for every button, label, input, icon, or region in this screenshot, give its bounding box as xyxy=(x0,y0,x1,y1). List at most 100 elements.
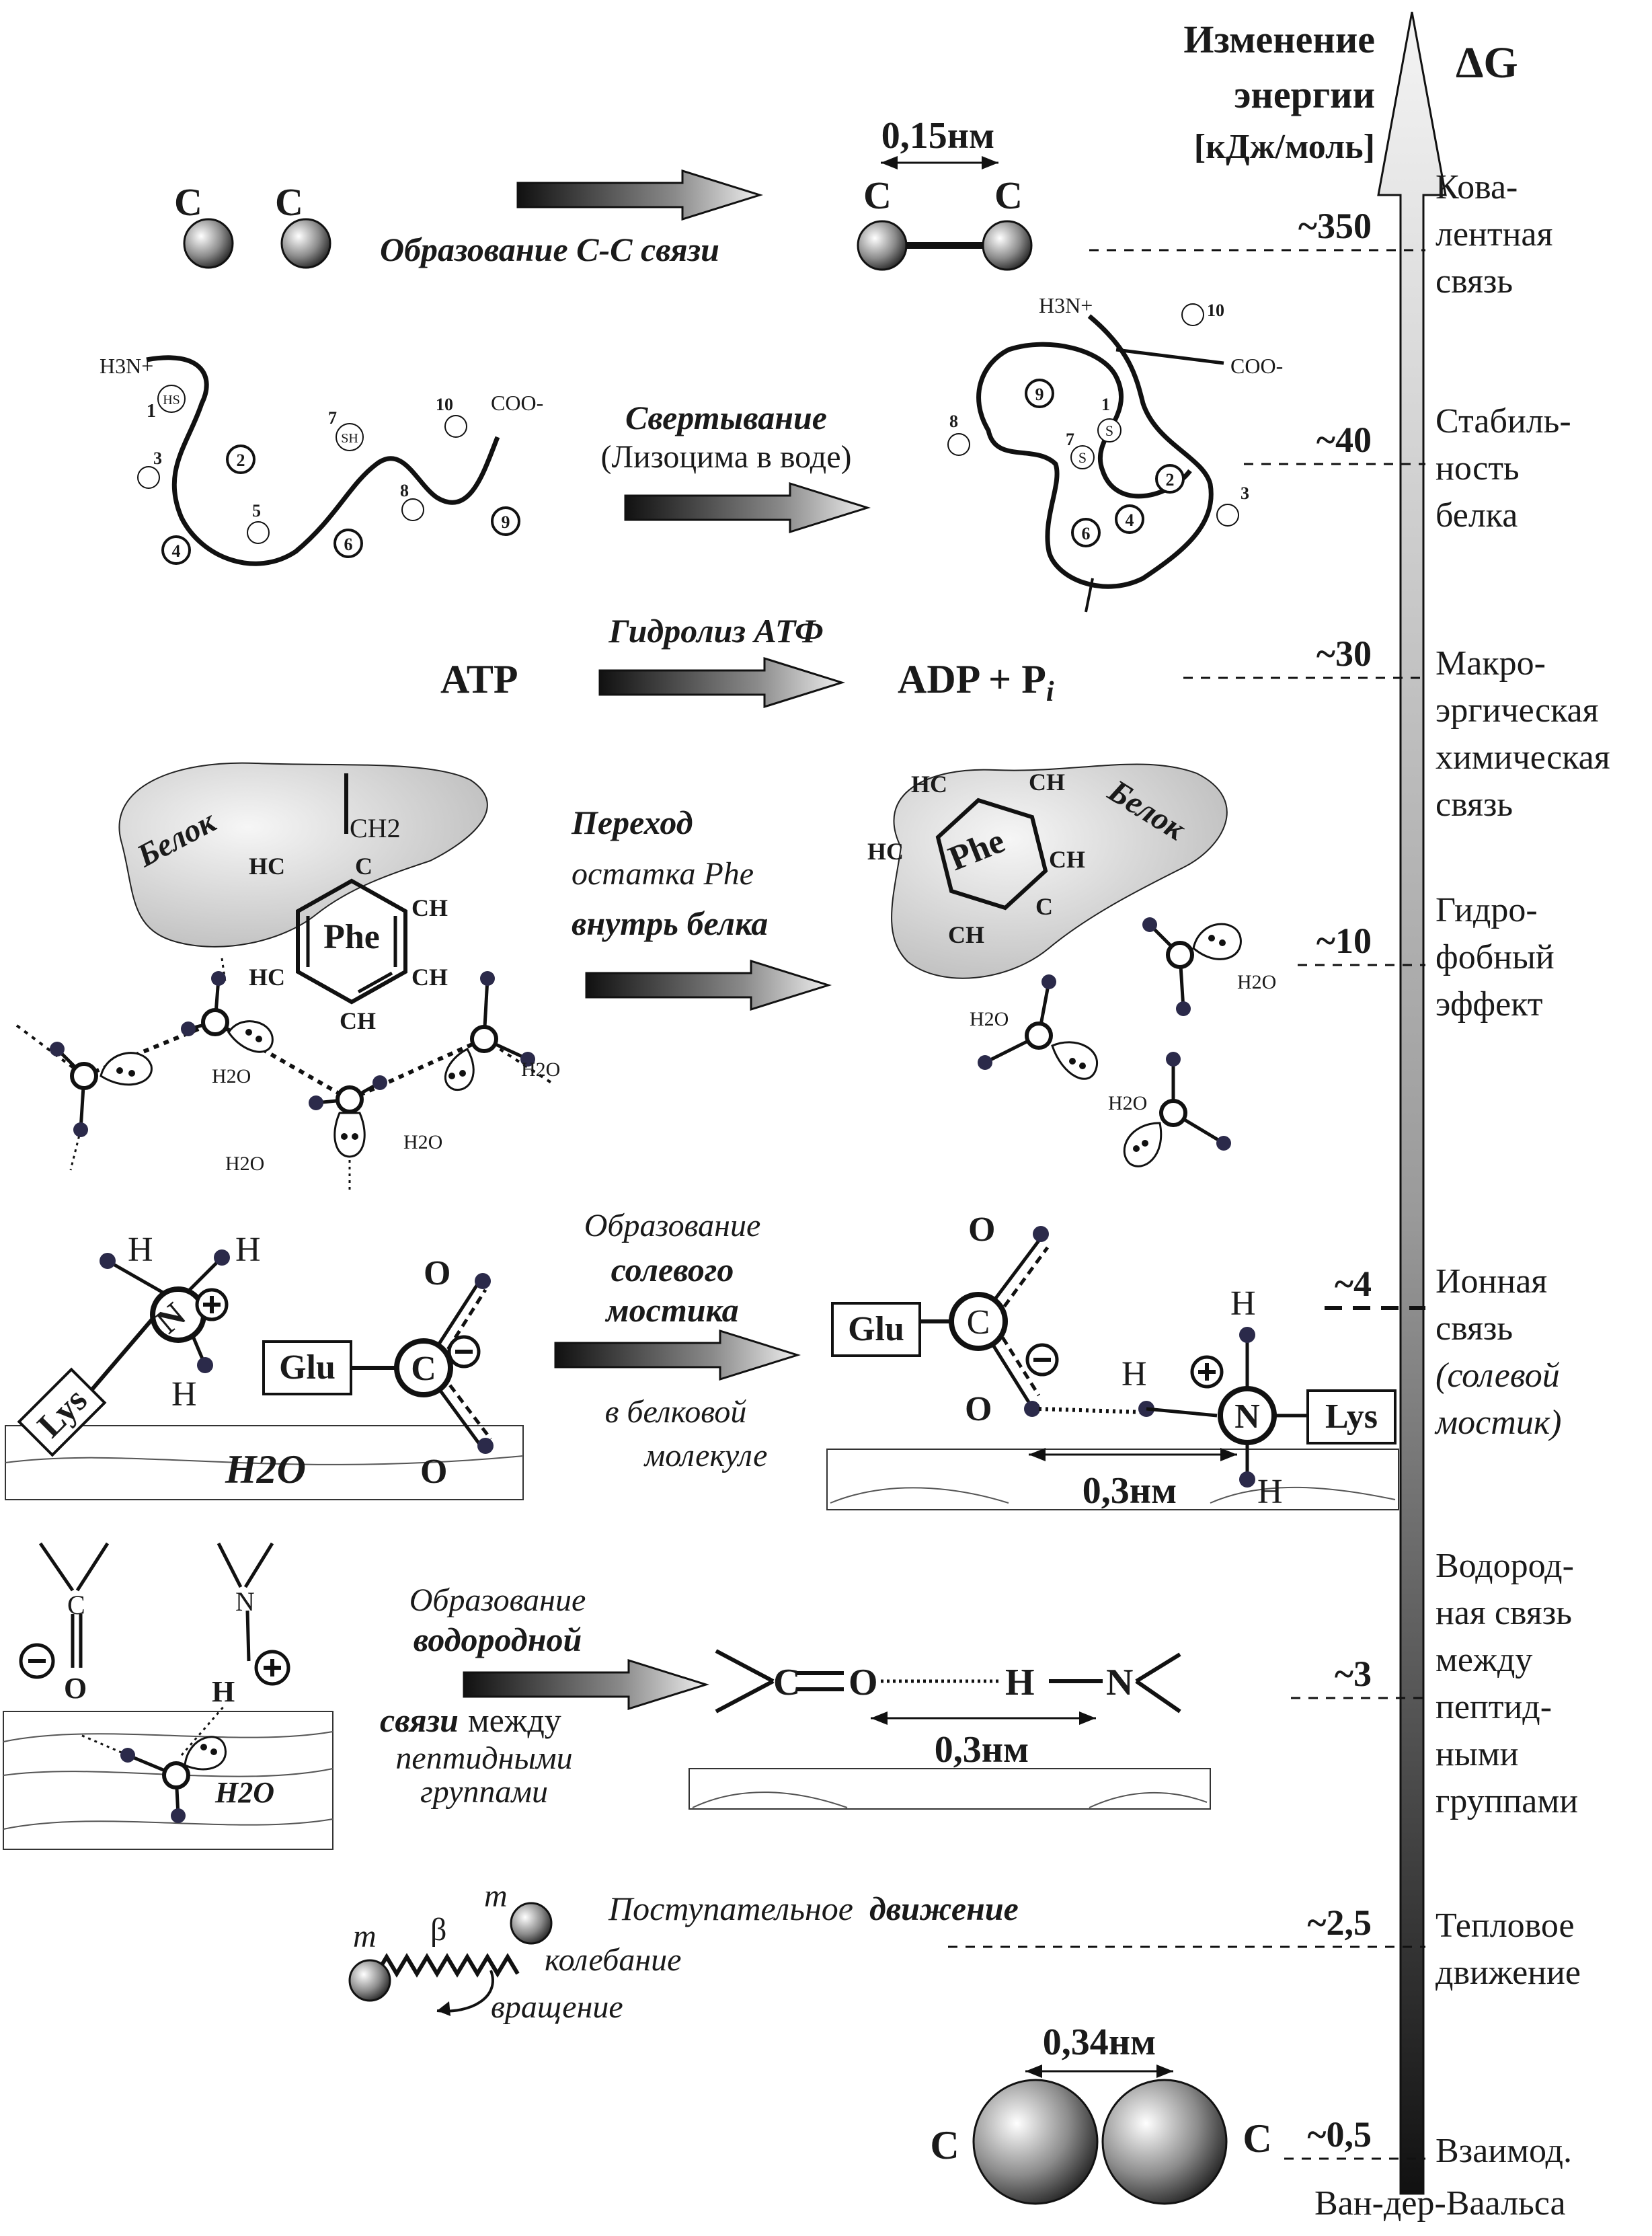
hbond-water-label: H2O xyxy=(214,1776,274,1809)
hbond-process-line2: водородной xyxy=(414,1621,582,1658)
phe-ring-right xyxy=(935,798,1048,911)
phe-right-hc-top: HC xyxy=(911,771,947,798)
covalent-bonded-label-1: C xyxy=(863,174,892,217)
energy-level-label: белка xyxy=(1435,496,1518,535)
glu-right-o-bottom: O xyxy=(965,1390,992,1428)
residue-3-number: 3 xyxy=(153,449,162,468)
lys-right-h-label-1: H xyxy=(1122,1355,1147,1393)
glu-label-left: Glu xyxy=(279,1348,336,1387)
energy-level-label: Ионная xyxy=(1435,1262,1547,1301)
lys-h-atom-1 xyxy=(100,1253,116,1269)
energy-level-label: связь xyxy=(1435,1309,1513,1348)
folded-residue-4 xyxy=(1115,504,1144,534)
covalent-distance-arrowhead-right xyxy=(982,156,998,169)
residue-6 xyxy=(333,529,363,558)
phe-ch-bottom: CH xyxy=(340,1007,376,1034)
residue-10-number: 10 xyxy=(436,395,453,414)
residue-8-number: 8 xyxy=(400,481,409,500)
energy-level-value: ~3 xyxy=(1335,1654,1372,1694)
unfolded-chain xyxy=(146,355,500,566)
lys-h-label-3: H xyxy=(171,1375,197,1414)
phe-ring-inner-left xyxy=(306,916,397,994)
thermal-vibration: колебание xyxy=(545,1942,681,1978)
folded-c-terminal-segment xyxy=(1115,348,1224,365)
folded-n-terminus-label: H3N+ xyxy=(1039,293,1093,317)
hbond-n-left: N xyxy=(235,1586,255,1617)
vdw-label-right: C xyxy=(1243,2116,1271,2161)
phe-right-ch-right: CH xyxy=(1049,846,1085,873)
residue-8 xyxy=(401,498,424,521)
salt-arrow xyxy=(554,1329,799,1381)
water-label-left-1: H2O xyxy=(212,1065,251,1087)
phe-right-ch-top: CH xyxy=(1029,769,1065,796)
thermal-line1-bold: движение xyxy=(869,1890,1019,1927)
hbond-distance: 0,3нм xyxy=(935,1729,1029,1771)
vibration-spring xyxy=(375,1953,520,1978)
water-box-left-wave xyxy=(5,1455,524,1465)
vdw-row: 0,34нм C C xyxy=(930,2021,1272,2205)
folded-residue-9 xyxy=(1025,379,1054,408)
hydrophobic-row: Белок CH2 C Phe HC CH HC CH CH xyxy=(15,762,1276,1190)
energy-level-label: ными xyxy=(1435,1735,1519,1773)
glu-o-label-bottom: O xyxy=(420,1453,447,1491)
bonded-carbon-2 xyxy=(982,220,1033,271)
n-terminus-label: H3N+ xyxy=(100,354,153,378)
lys-box-right xyxy=(1306,1389,1397,1444)
energy-level-label: эффект xyxy=(1435,985,1542,1024)
glu-label-right: Glu xyxy=(848,1310,904,1348)
residue-1-number: 1 xyxy=(147,401,156,422)
hydrophobic-process-line2: остатка Phe xyxy=(572,856,754,892)
water-label-right-3: H2O xyxy=(1108,1092,1147,1114)
folding-process: Свертывание xyxy=(625,399,827,436)
covalent-atom-label-1: C xyxy=(174,180,202,224)
thermal-beta: β xyxy=(430,1912,446,1948)
water-label-left-3: H2O xyxy=(403,1131,442,1153)
phe-ring-left xyxy=(296,878,407,1005)
thermal-mass-left: m xyxy=(353,1919,377,1954)
energy-axis: Изменение энергии [кДж/моль] ΔG ~350Кова… xyxy=(948,11,1610,2223)
thermal-rotation: вращение xyxy=(491,1989,623,2025)
energy-level-label: группами xyxy=(1435,1782,1578,1820)
folded-residue-6 xyxy=(1071,518,1101,547)
folded-residue-6-number: 6 xyxy=(1082,524,1091,543)
energy-level-label: Водород- xyxy=(1435,1547,1574,1585)
lys-n-label-right: N xyxy=(1234,1397,1260,1436)
energy-axis-arrow xyxy=(1377,11,1447,2195)
hbond-process-line4: пептидными xyxy=(395,1740,572,1776)
lys-h-atom-3 xyxy=(197,1357,213,1373)
energy-level-label: Макро- xyxy=(1435,644,1546,683)
residue-2 xyxy=(226,445,255,474)
protein-blob-right xyxy=(891,763,1228,979)
water-box-right-wave xyxy=(830,1486,1396,1504)
covalent-atom-label-2: C xyxy=(275,180,303,224)
carbon-atom-2 xyxy=(280,218,331,269)
folded-s-7 xyxy=(1070,445,1095,469)
folded-residue-3 xyxy=(1216,504,1239,527)
energy-level-value: ~2,5 xyxy=(1307,1902,1372,1943)
salt-process-line3: мостика xyxy=(604,1291,738,1329)
hydrophobic-process-line3: внутрь белка xyxy=(572,904,768,942)
residue-4-number: 4 xyxy=(172,541,181,561)
phe-hc-left: HC xyxy=(249,964,285,991)
hydrophobic-process-line1: Переход xyxy=(571,804,693,841)
water-molecules-right xyxy=(978,917,1242,1167)
atp-reactant: ATP xyxy=(440,657,518,701)
hbond-process-line5: группами xyxy=(420,1774,548,1810)
folded-residue-9-number: 9 xyxy=(1035,385,1044,404)
vdw-label-left: C xyxy=(930,2123,959,2167)
folded-residue-10 xyxy=(1181,303,1204,326)
folded-s-1 xyxy=(1097,418,1122,442)
glu-c-atom-right xyxy=(949,1292,1008,1351)
energy-level-label: движение xyxy=(1435,1954,1581,1992)
vdw-atom-left xyxy=(972,2079,1099,2205)
folded-residue-2-number: 2 xyxy=(1166,470,1175,490)
folded-residue-8-number: 8 xyxy=(949,412,958,431)
hbond-h-right: H xyxy=(1005,1662,1035,1703)
salt-distance: 0,3нм xyxy=(1083,1470,1177,1512)
hbond-n-right: N xyxy=(1106,1662,1133,1703)
glu-o-label-top: O xyxy=(424,1254,450,1293)
hbond-o-left: O xyxy=(64,1672,87,1705)
hbond-c-right: C xyxy=(773,1662,800,1703)
water-label-left-4: H2O xyxy=(225,1153,264,1175)
hydrophobic-arrow xyxy=(585,960,830,1011)
